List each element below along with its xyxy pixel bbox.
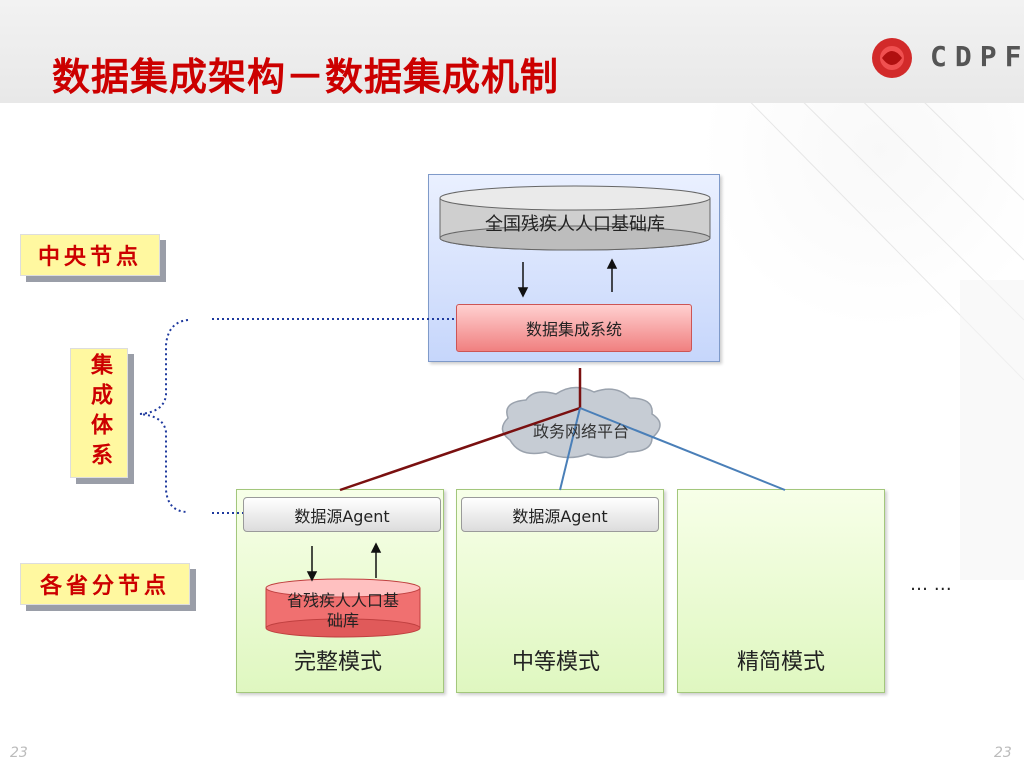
- network-cloud-icon: [501, 386, 661, 459]
- cloud-label: 政务网络平台: [533, 422, 630, 441]
- data-source-agent-medium: 数据源Agent: [461, 497, 659, 532]
- provincial-database-label: 省残疾人人口基础库: [286, 591, 399, 630]
- integration-system-label: 集成体系: [70, 348, 128, 478]
- mode-simple-label: 精简模式: [737, 650, 826, 675]
- national-database-label: 全国残疾人人口基础库: [485, 214, 665, 235]
- slide-title: 数据集成架构－数据集成机制: [52, 55, 560, 99]
- logo-text: CDPF: [930, 40, 1024, 73]
- provincial-nodes-label: 各省分节点: [20, 563, 190, 605]
- cdpf-logo-icon: [872, 38, 912, 78]
- mode-full-label: 完整模式: [294, 650, 383, 675]
- mode-medium-label: 中等模式: [512, 650, 601, 675]
- provincial-database-icon: [265, 578, 421, 638]
- page-number-left: 23: [10, 745, 28, 761]
- national-database-icon: [439, 185, 711, 251]
- data-source-agent-full: 数据源Agent: [243, 497, 441, 532]
- central-node-label: 中央节点: [20, 234, 160, 276]
- province-box-simple: [677, 489, 885, 693]
- page-number-right: 23: [994, 745, 1012, 761]
- data-integration-system: 数据集成系统: [456, 304, 692, 352]
- more-indicator: … …: [910, 574, 952, 595]
- title-band: [0, 0, 1024, 103]
- dotted-bracket: [139, 319, 189, 513]
